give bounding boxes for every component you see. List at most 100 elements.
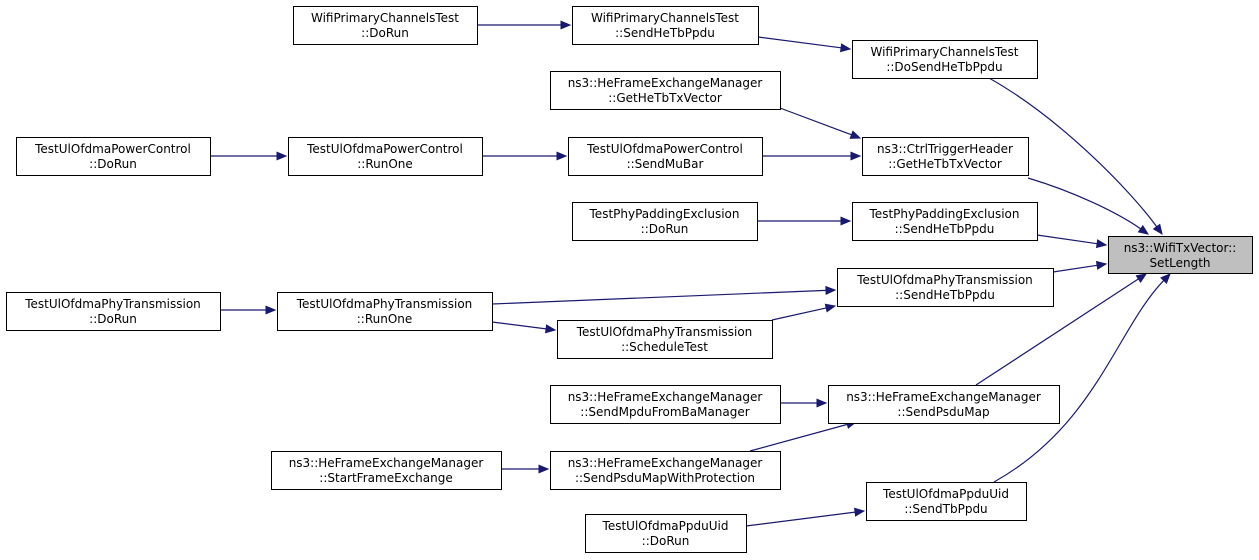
arrowhead-icon (825, 285, 837, 295)
node-hefem_sendpsduprot[interactable]: ns3::HeFrameExchangeManager::SendPsduMap… (550, 451, 781, 490)
node-tupu_dorun[interactable]: TestUlOfdmaPpduUid::DoRun (585, 514, 747, 553)
edge-tupt_send-to-setlength (1052, 260, 1108, 273)
edge-hefem_sendpsduprot-to-hefem_sendpsdumap (749, 420, 858, 452)
arrowhead-icon (538, 464, 550, 474)
node-label-class: TestUlOfdmaPpduUid (882, 487, 1009, 501)
node-label-method: ::SendHeTbPpdu (895, 222, 995, 236)
arrowhead-icon (849, 130, 862, 139)
node-setlength: ns3::WifiTxVector::SetLength (1108, 236, 1253, 274)
node-box (277, 292, 493, 331)
edges-layer (210, 20, 1171, 527)
node-tppe_dorun[interactable]: TestPhyPaddingExclusion::DoRun (572, 202, 758, 241)
node-box (293, 6, 478, 45)
node-label-class: TestPhyPaddingExclusion (589, 207, 740, 221)
node-label-class: TestPhyPaddingExclusion (869, 207, 1020, 221)
arrowhead-icon (560, 20, 572, 30)
arrowhead-icon (556, 151, 568, 161)
edge-hefem_sendmpdu-to-hefem_sendpsdumap (780, 398, 828, 408)
edge-tupt_sched-to-tupt_send (771, 303, 837, 321)
node-wpct_send[interactable]: WifiPrimaryChannelsTest::SendHeTbPpdu (572, 6, 759, 45)
node-tupt_sched[interactable]: TestUlOfdmaPhyTransmission::ScheduleTest (557, 320, 773, 359)
node-label-class: TestUlOfdmaPowerControl (306, 142, 463, 156)
edge-wpct_dosend-to-setlength (988, 77, 1163, 236)
node-label-method: ::DoRun (89, 157, 137, 171)
node-label-method: SetLength (1149, 256, 1210, 270)
arrowhead-icon (276, 151, 288, 161)
node-box (550, 71, 781, 110)
node-box (568, 137, 763, 176)
node-label-class: ns3::HeFrameExchangeManager (568, 390, 763, 404)
edge-wpct_send-to-wpct_dosend (757, 36, 852, 53)
edge-tupu_dorun-to-tupu_sendtb (745, 507, 866, 527)
arrowhead-icon (839, 43, 852, 53)
node-label-class: TestUlOfdmaPpduUid (602, 519, 729, 533)
node-box (557, 320, 773, 359)
node-wpct_dosend[interactable]: WifiPrimaryChannelsTest::DoSendHeTbPpdu (852, 40, 1038, 79)
arrowhead-icon (545, 324, 557, 334)
node-tupt_send[interactable]: TestUlOfdmaPhyTransmission::SendHeTbPpdu (837, 268, 1054, 307)
node-box (862, 137, 1029, 176)
node-label-class: TestUlOfdmaPowerControl (586, 142, 743, 156)
node-hefem_gethetb[interactable]: ns3::HeFrameExchangeManager::GetHeTbTxVe… (550, 71, 781, 110)
node-label-method: ::GetHeTbTxVector (608, 91, 722, 105)
node-box (550, 451, 781, 490)
node-tupc_sendmubar[interactable]: TestUlOfdmaPowerControl::SendMuBar (568, 137, 763, 176)
arrowhead-icon (1095, 239, 1108, 249)
arrowhead-icon (850, 151, 862, 161)
edge-tupu_sendtb-to-setlength (993, 273, 1171, 483)
node-tupt_runone[interactable]: TestUlOfdmaPhyTransmission::RunOne (277, 292, 493, 331)
edge-line (771, 307, 827, 321)
node-tupc_dorun[interactable]: TestUlOfdmaPowerControl::DoRun (16, 137, 211, 176)
node-box (288, 137, 483, 176)
arrowhead-icon (1160, 273, 1171, 284)
node-tupc_runone[interactable]: TestUlOfdmaPowerControl::RunOne (288, 137, 483, 176)
node-label-method: ::DoSendHeTbPpdu (886, 60, 1002, 74)
node-wpct_dorun[interactable]: WifiPrimaryChannelsTest::DoRun (293, 6, 478, 45)
nodes-layer: ns3::WifiTxVector::SetLength WifiPrimaryC… (6, 6, 1253, 553)
node-hefem_sendpsdumap[interactable]: ns3::HeFrameExchangeManager::SendPsduMap (828, 385, 1060, 424)
node-label-class: TestUlOfdmaPowerControl (34, 142, 191, 156)
node-label-class: ns3::HeFrameExchangeManager (568, 456, 763, 470)
node-hefem_sendmpdu[interactable]: ns3::HeFrameExchangeManager::SendMpduFro… (550, 385, 781, 424)
node-tupu_sendtb[interactable]: TestUlOfdmaPpduUid::SendTbPpdu (866, 482, 1027, 521)
node-label-class: ns3::HeFrameExchangeManager (568, 76, 763, 90)
edge-line (749, 423, 848, 452)
node-label-method: ::RunOne (357, 157, 413, 171)
node-box (1108, 236, 1253, 274)
edge-tupt_runone-to-tupt_sched (491, 321, 557, 334)
edge-tupc_runone-to-tupc_sendmubar (482, 151, 568, 161)
node-tupt_dorun[interactable]: TestUlOfdmaPhyTransmission::DoRun (6, 292, 221, 331)
edge-wpct_dorun-to-wpct_send (477, 20, 572, 30)
node-tppe_send[interactable]: TestPhyPaddingExclusion::SendHeTbPpdu (852, 202, 1038, 241)
node-label-class: ns3::WifiTxVector:: (1124, 241, 1237, 255)
edge-line (1036, 234, 1098, 245)
edge-tupt_runone-to-tupt_send (491, 285, 837, 305)
edge-hefem_startfe-to-hefem_sendpsduprot (501, 464, 550, 474)
node-label-class: TestUlOfdmaPhyTransmission (856, 273, 1033, 287)
arrowhead-icon (840, 216, 852, 226)
arrowhead-icon (824, 303, 837, 313)
node-label-class: TestUlOfdmaPhyTransmission (576, 325, 753, 339)
node-box (271, 451, 502, 490)
node-label-class: TestUlOfdmaPhyTransmission (296, 297, 473, 311)
edge-line (745, 511, 856, 527)
node-label-method: ::DoRun (89, 312, 137, 326)
arrowhead-icon (1152, 223, 1163, 236)
arrowhead-icon (1137, 224, 1150, 235)
node-box (837, 268, 1054, 307)
node-box (550, 385, 781, 424)
node-box (572, 6, 759, 45)
node-hefem_startfe[interactable]: ns3::HeFrameExchangeManager::StartFrameE… (271, 451, 502, 490)
edge-tupc_dorun-to-tupc_runone (210, 151, 288, 161)
arrowhead-icon (1095, 260, 1108, 270)
edge-hefem_gethetb-to-ctrl_gethetb (779, 107, 862, 139)
node-box (852, 40, 1038, 79)
node-ctrl_gethetb[interactable]: ns3::CtrlTriggerHeader::GetHeTbTxVector (862, 137, 1029, 176)
node-label-method: ::GetHeTbTxVector (888, 157, 1002, 171)
edge-line (491, 289, 827, 305)
node-box (572, 202, 758, 241)
arrowhead-icon (1135, 273, 1148, 284)
edge-line (988, 77, 1158, 228)
node-label-class: TestUlOfdmaPhyTransmission (24, 297, 201, 311)
node-label-method: ::DoRun (641, 222, 689, 236)
